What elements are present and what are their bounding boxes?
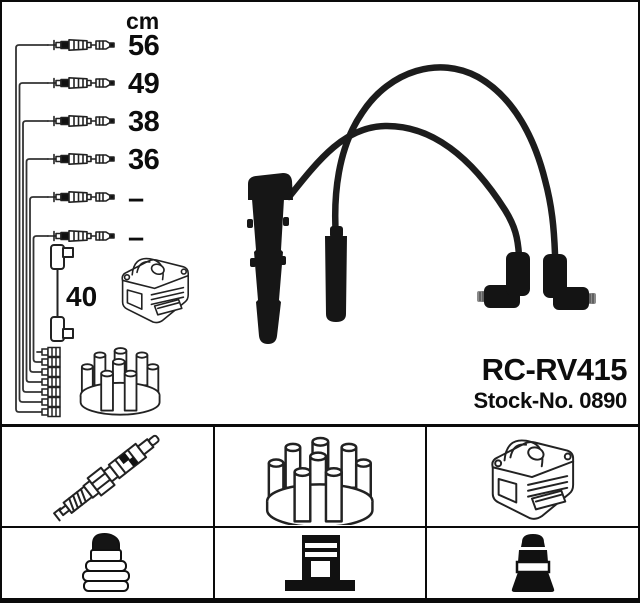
spark-plug-terminal-boot-icon (82, 533, 131, 592)
legend-cell-distributor-terminal (214, 528, 426, 598)
cable-length-4: 36 (128, 144, 160, 176)
product-code: RC-RV415 (481, 352, 628, 387)
components-legend (2, 424, 638, 598)
legend-cell-plug-boot (2, 528, 213, 598)
coil-terminal-boot-icon (511, 534, 554, 592)
coil-wire-length: 40 (66, 281, 98, 312)
angle-boot-left (477, 252, 530, 308)
distributor-cap-icon (265, 436, 374, 525)
cable-length-5: – (128, 183, 144, 215)
cable-kit-diagram (15, 38, 596, 418)
distributor-terminal-boot-icon (284, 535, 355, 591)
stock-number: Stock-No. 0890 (473, 388, 627, 413)
unit-label: cm (126, 8, 160, 34)
angle-boot-right (543, 254, 596, 310)
cables-photo (247, 64, 596, 344)
cable-length-6: – (128, 222, 144, 254)
legend-cell-distributor-cap (214, 427, 426, 526)
ignition-coil-icon (491, 438, 574, 520)
cable-length-1: 56 (128, 30, 160, 62)
legend-cell-coil-boot (427, 528, 638, 598)
cable-length-3: 38 (128, 106, 160, 138)
cable-length-2: 49 (128, 68, 160, 100)
spark-plug-icon (49, 428, 166, 525)
legend-cell-ignition-coil (427, 427, 638, 526)
legend-cell-spark-plug (2, 427, 213, 526)
